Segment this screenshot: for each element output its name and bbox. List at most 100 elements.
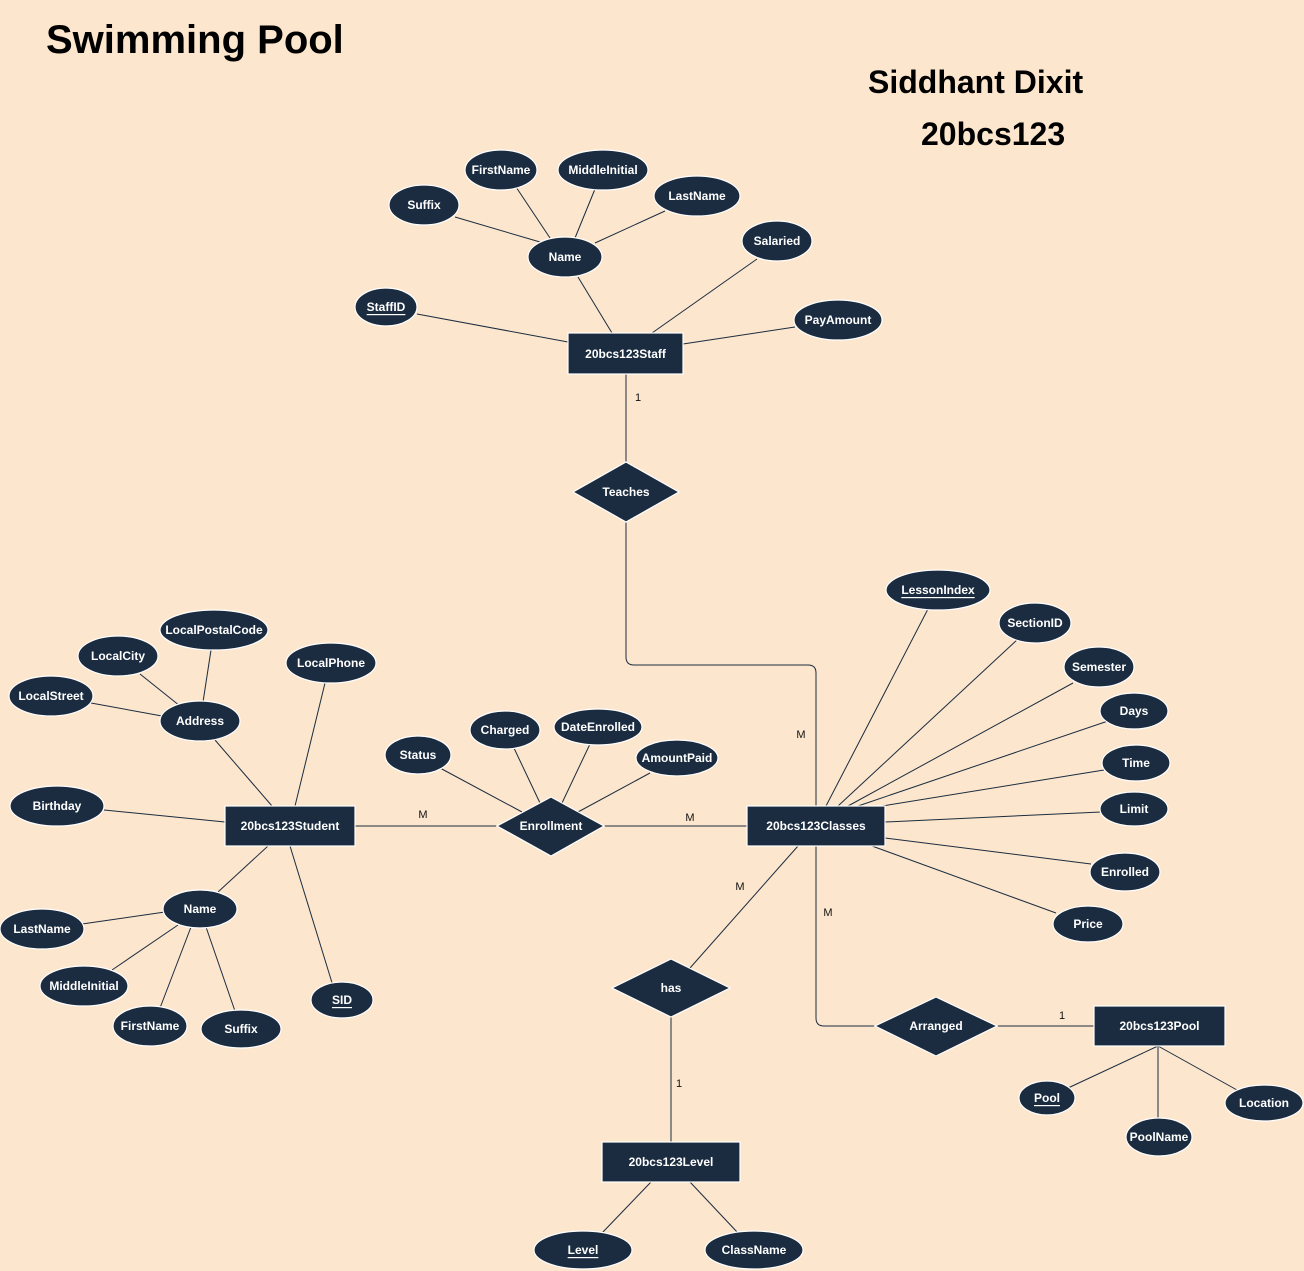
- relationship-teaches-label: Teaches: [602, 485, 649, 499]
- attr-student-local-postal-code-label: LocalPostalCode: [165, 623, 263, 637]
- card-staff-teaches: 1: [635, 392, 641, 404]
- cardinality-labels: 1 M M M M 1 M 1: [418, 392, 1065, 1090]
- attr-level-level-label: Level: [568, 1243, 599, 1257]
- attr-classes-semester[interactable]: Semester: [1063, 646, 1135, 688]
- card-teaches-classes: M: [796, 729, 805, 741]
- attr-student-local-postal-code[interactable]: LocalPostalCode: [159, 609, 269, 651]
- attr-classes-time-label: Time: [1122, 756, 1150, 770]
- card-enrollment-classes: M: [685, 812, 694, 824]
- attr-student-first-name[interactable]: FirstName: [112, 1005, 188, 1047]
- attr-enrollment-charged-label: Charged: [481, 723, 530, 737]
- attr-staff-id[interactable]: StaffID: [354, 287, 418, 327]
- relationship-enrollment-label: Enrollment: [520, 819, 583, 833]
- attr-student-local-phone[interactable]: LocalPhone: [285, 642, 377, 684]
- attr-classes-semester-label: Semester: [1072, 660, 1126, 674]
- attr-student-middle-initial-label: MiddleInitial: [49, 979, 118, 993]
- attr-classes-days[interactable]: Days: [1099, 692, 1169, 730]
- relationship-arranged-label: Arranged: [909, 1019, 962, 1033]
- attr-staff-id-label: StaffID: [367, 300, 406, 314]
- author-name: Siddhant Dixit: [868, 64, 1084, 100]
- relationship-has-label: has: [661, 981, 682, 995]
- attr-student-local-street-label: LocalStreet: [18, 689, 83, 703]
- attr-staff-middle-initial[interactable]: MiddleInitial: [557, 149, 649, 191]
- attr-staff-first-name[interactable]: FirstName: [464, 149, 538, 191]
- attr-student-local-city-label: LocalCity: [91, 649, 145, 663]
- attr-staff-name-label: Name: [549, 250, 582, 264]
- attr-pool-pool-name[interactable]: PoolName: [1125, 1117, 1193, 1157]
- attr-enrollment-charged[interactable]: Charged: [469, 710, 541, 750]
- attr-classes-lesson-index[interactable]: LessonIndex: [885, 569, 991, 611]
- entity-staff-label: 20bcs123Staff: [585, 347, 667, 361]
- entity-classes[interactable]: 20bcs123Classes: [746, 805, 886, 847]
- attr-staff-first-name-label: FirstName: [472, 163, 531, 177]
- attr-student-name[interactable]: Name: [162, 889, 238, 929]
- entity-pool[interactable]: 20bcs123Pool: [1093, 1005, 1226, 1047]
- attr-enrollment-date-enrolled[interactable]: DateEnrolled: [553, 708, 643, 746]
- attr-classes-lesson-index-label: LessonIndex: [901, 583, 975, 597]
- attr-student-local-phone-label: LocalPhone: [297, 656, 365, 670]
- attr-student-birthday[interactable]: Birthday: [9, 785, 105, 827]
- attr-student-sid[interactable]: SID: [310, 981, 374, 1019]
- attr-student-birthday-label: Birthday: [33, 799, 82, 813]
- attr-student-last-name[interactable]: LastName: [0, 908, 85, 950]
- attr-classes-price-label: Price: [1073, 917, 1103, 931]
- attr-classes-section-id-label: SectionID: [1007, 616, 1063, 630]
- attr-pool-location-label: Location: [1239, 1096, 1289, 1110]
- entity-classes-label: 20bcs123Classes: [766, 819, 866, 833]
- entity-student-label: 20bcs123Student: [241, 819, 340, 833]
- attr-classes-days-label: Days: [1120, 704, 1149, 718]
- edges: [81, 186, 1238, 1234]
- attr-staff-last-name-label: LastName: [668, 189, 726, 203]
- attr-classes-time[interactable]: Time: [1101, 744, 1171, 782]
- relationship-enrollment[interactable]: Enrollment: [495, 796, 606, 857]
- attr-enrollment-amount-paid[interactable]: AmountPaid: [635, 739, 719, 777]
- attr-enrollment-date-enrolled-label: DateEnrolled: [561, 720, 635, 734]
- attr-student-sid-label: SID: [332, 993, 352, 1007]
- card-student-enrollment: M: [418, 809, 427, 821]
- relationship-teaches[interactable]: Teaches: [571, 461, 681, 523]
- attr-classes-section-id[interactable]: SectionID: [998, 602, 1072, 644]
- card-classes-has: M: [735, 881, 744, 893]
- attr-staff-last-name[interactable]: LastName: [653, 175, 741, 217]
- card-has-level: 1: [676, 1078, 682, 1090]
- attr-classes-price[interactable]: Price: [1052, 905, 1124, 943]
- attr-pool-pool-label: Pool: [1034, 1091, 1060, 1105]
- attr-enrollment-status-label: Status: [400, 748, 437, 762]
- attr-staff-suffix[interactable]: Suffix: [388, 184, 460, 226]
- attr-staff-pay-amount-label: PayAmount: [805, 313, 872, 327]
- attr-level-class-name[interactable]: ClassName: [704, 1230, 804, 1270]
- attr-level-class-name-label: ClassName: [722, 1243, 787, 1257]
- entity-level-label: 20bcs123Level: [629, 1155, 714, 1169]
- attr-pool-location[interactable]: Location: [1224, 1084, 1304, 1122]
- attr-student-address-label: Address: [176, 714, 224, 728]
- attr-student-name-label: Name: [184, 902, 217, 916]
- attr-staff-name[interactable]: Name: [527, 236, 603, 278]
- attr-classes-enrolled[interactable]: Enrolled: [1089, 852, 1161, 892]
- attr-staff-middle-initial-label: MiddleInitial: [568, 163, 637, 177]
- relationship-has[interactable]: has: [610, 958, 732, 1018]
- entity-staff[interactable]: 20bcs123Staff: [567, 332, 684, 375]
- attr-student-middle-initial[interactable]: MiddleInitial: [39, 965, 129, 1007]
- attr-student-address[interactable]: Address: [159, 700, 241, 742]
- entity-student[interactable]: 20bcs123Student: [224, 805, 356, 847]
- attr-pool-pool-name-label: PoolName: [1130, 1130, 1189, 1144]
- attr-student-suffix[interactable]: Suffix: [200, 1009, 282, 1049]
- relationship-arranged[interactable]: Arranged: [873, 996, 999, 1057]
- attr-student-local-city[interactable]: LocalCity: [77, 635, 159, 677]
- attr-student-first-name-label: FirstName: [121, 1019, 180, 1033]
- attr-classes-limit-label: Limit: [1120, 802, 1149, 816]
- attr-pool-pool[interactable]: Pool: [1018, 1080, 1076, 1116]
- attr-staff-pay-amount[interactable]: PayAmount: [793, 299, 883, 341]
- attr-classes-limit[interactable]: Limit: [1099, 791, 1169, 827]
- attr-student-local-street[interactable]: LocalStreet: [8, 675, 94, 717]
- attr-level-level[interactable]: Level: [533, 1230, 633, 1270]
- attr-staff-salaried[interactable]: Salaried: [741, 220, 813, 262]
- entity-level[interactable]: 20bcs123Level: [601, 1141, 741, 1183]
- attr-enrollment-status[interactable]: Status: [384, 735, 452, 775]
- card-classes-arranged: M: [823, 907, 832, 919]
- roll-number: 20bcs123: [921, 116, 1066, 152]
- attr-enrollment-amount-paid-label: AmountPaid: [642, 751, 713, 765]
- attr-staff-suffix-label: Suffix: [407, 198, 441, 212]
- entity-pool-label: 20bcs123Pool: [1119, 1019, 1199, 1033]
